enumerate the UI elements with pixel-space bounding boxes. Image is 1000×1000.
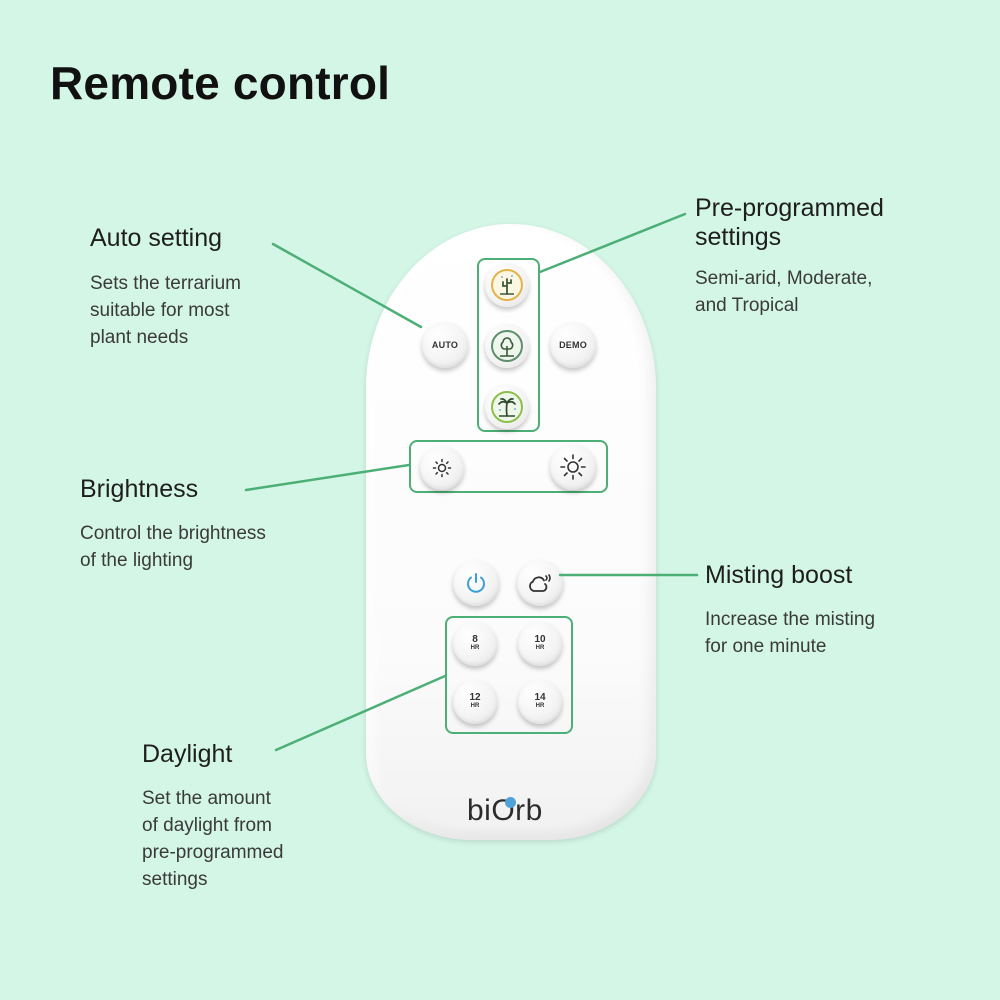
brightness-up-button[interactable] <box>550 444 596 490</box>
daylight-unit: HR <box>470 703 480 709</box>
misting-boost-heading: Misting boost <box>705 561 853 589</box>
mist-cloud-icon <box>529 574 551 592</box>
brightness-desc: Control the brightness of the lighting <box>80 520 266 574</box>
preprogrammed-desc: Semi-arid, Moderate, and Tropical <box>695 265 872 319</box>
daylight-desc: Set the amount of daylight from pre-prog… <box>142 785 284 893</box>
preprogrammed-highlight <box>477 258 540 432</box>
palm-tree-icon <box>491 391 523 423</box>
desc-line: suitable for most <box>90 300 230 321</box>
semi-arid-button[interactable] <box>485 263 529 307</box>
tree-icon <box>491 330 523 362</box>
desc-line: plant needs <box>90 327 189 348</box>
daylight-hours: 14 <box>534 692 546 703</box>
misting-boost-button[interactable] <box>517 560 563 606</box>
demo-button[interactable]: DEMO <box>550 322 596 368</box>
daylight-hours: 12 <box>469 692 481 703</box>
daylight-unit: HR <box>535 703 545 709</box>
sun-large-icon <box>560 454 586 480</box>
desc-line: Control the brightness <box>80 523 266 544</box>
heading-line: Pre-programmed <box>695 194 884 222</box>
daylight-unit: HR <box>535 645 545 651</box>
desc-line: Semi-arid, Moderate, <box>695 268 873 289</box>
tropical-button[interactable] <box>485 385 529 429</box>
desc-line: pre-programmed <box>142 842 284 863</box>
moderate-button[interactable] <box>485 324 529 368</box>
logo-dot <box>505 797 516 808</box>
daylight-hours: 8 <box>472 634 478 645</box>
daylight-hours: 10 <box>534 634 546 645</box>
desc-line: of the lighting <box>80 550 194 571</box>
sun-small-icon <box>432 458 452 478</box>
misting-boost-desc: Increase the misting for one minute <box>705 606 875 660</box>
desc-line: of daylight from <box>142 815 272 836</box>
desc-line: Sets the terrarium <box>90 273 241 294</box>
desc-line: settings <box>142 869 208 890</box>
desc-line: Set the amount <box>142 788 271 809</box>
power-icon <box>467 573 485 593</box>
heading-line: settings <box>695 223 782 251</box>
preprogrammed-heading: Pre-programmed settings <box>695 194 884 252</box>
auto-button[interactable]: AUTO <box>422 322 468 368</box>
cactus-icon <box>491 269 523 301</box>
daylight-heading: Daylight <box>142 740 233 768</box>
desc-line: Increase the misting <box>705 609 876 630</box>
brand-logo: biOrb <box>467 794 543 827</box>
power-button[interactable] <box>453 560 499 606</box>
daylight-unit: HR <box>470 645 480 651</box>
desc-line: for one minute <box>705 636 827 657</box>
auto-setting-desc: Sets the terrarium suitable for most pla… <box>90 270 241 351</box>
page-title: Remote control <box>50 57 391 109</box>
brightness-heading: Brightness <box>80 475 199 503</box>
auto-setting-heading: Auto setting <box>90 224 223 252</box>
desc-line: and Tropical <box>695 295 799 316</box>
brightness-down-button[interactable] <box>420 446 464 490</box>
